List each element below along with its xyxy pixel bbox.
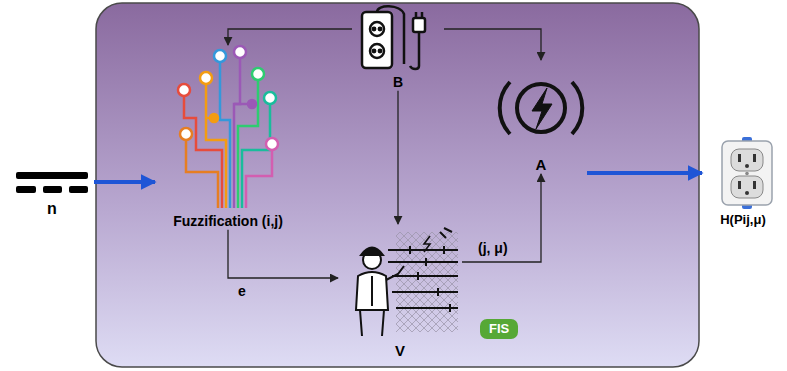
technician-node: V xyxy=(338,224,462,360)
electricity-icon xyxy=(500,82,583,134)
power-strip-icon xyxy=(362,6,425,69)
technician-icon xyxy=(356,228,458,336)
node-label: H(Pij,μ) xyxy=(702,212,784,228)
flow-arrow xyxy=(587,171,702,175)
system-panel xyxy=(96,3,699,367)
power-node: B xyxy=(352,4,444,91)
input-bars xyxy=(16,172,88,193)
node-label: n xyxy=(10,199,94,218)
node-label: Fuzzification (i,j) xyxy=(155,213,301,230)
flow-arrow xyxy=(94,180,155,184)
node-label: B xyxy=(352,74,444,91)
connector-arrow xyxy=(228,230,338,278)
fuzzification-tree xyxy=(178,46,278,208)
node-label: A xyxy=(495,156,587,174)
outlet-node: H(Pij,μ) xyxy=(702,136,784,228)
fuzzification-node: Fuzzification (i,j) xyxy=(155,45,301,230)
outlet-icon xyxy=(722,137,772,209)
node-label: FIS xyxy=(489,321,509,337)
edge-label: (j, μ) xyxy=(478,240,508,257)
connector-arrow xyxy=(228,29,352,45)
node-label: V xyxy=(338,342,462,360)
edge-label: e xyxy=(238,283,246,300)
electricity-node: A xyxy=(495,60,587,174)
connector-arrow xyxy=(444,29,541,60)
connector-arrow xyxy=(397,91,398,224)
fis-badge: FIS xyxy=(480,319,518,339)
input-node: n xyxy=(10,163,94,218)
connector-arrow xyxy=(462,174,541,262)
